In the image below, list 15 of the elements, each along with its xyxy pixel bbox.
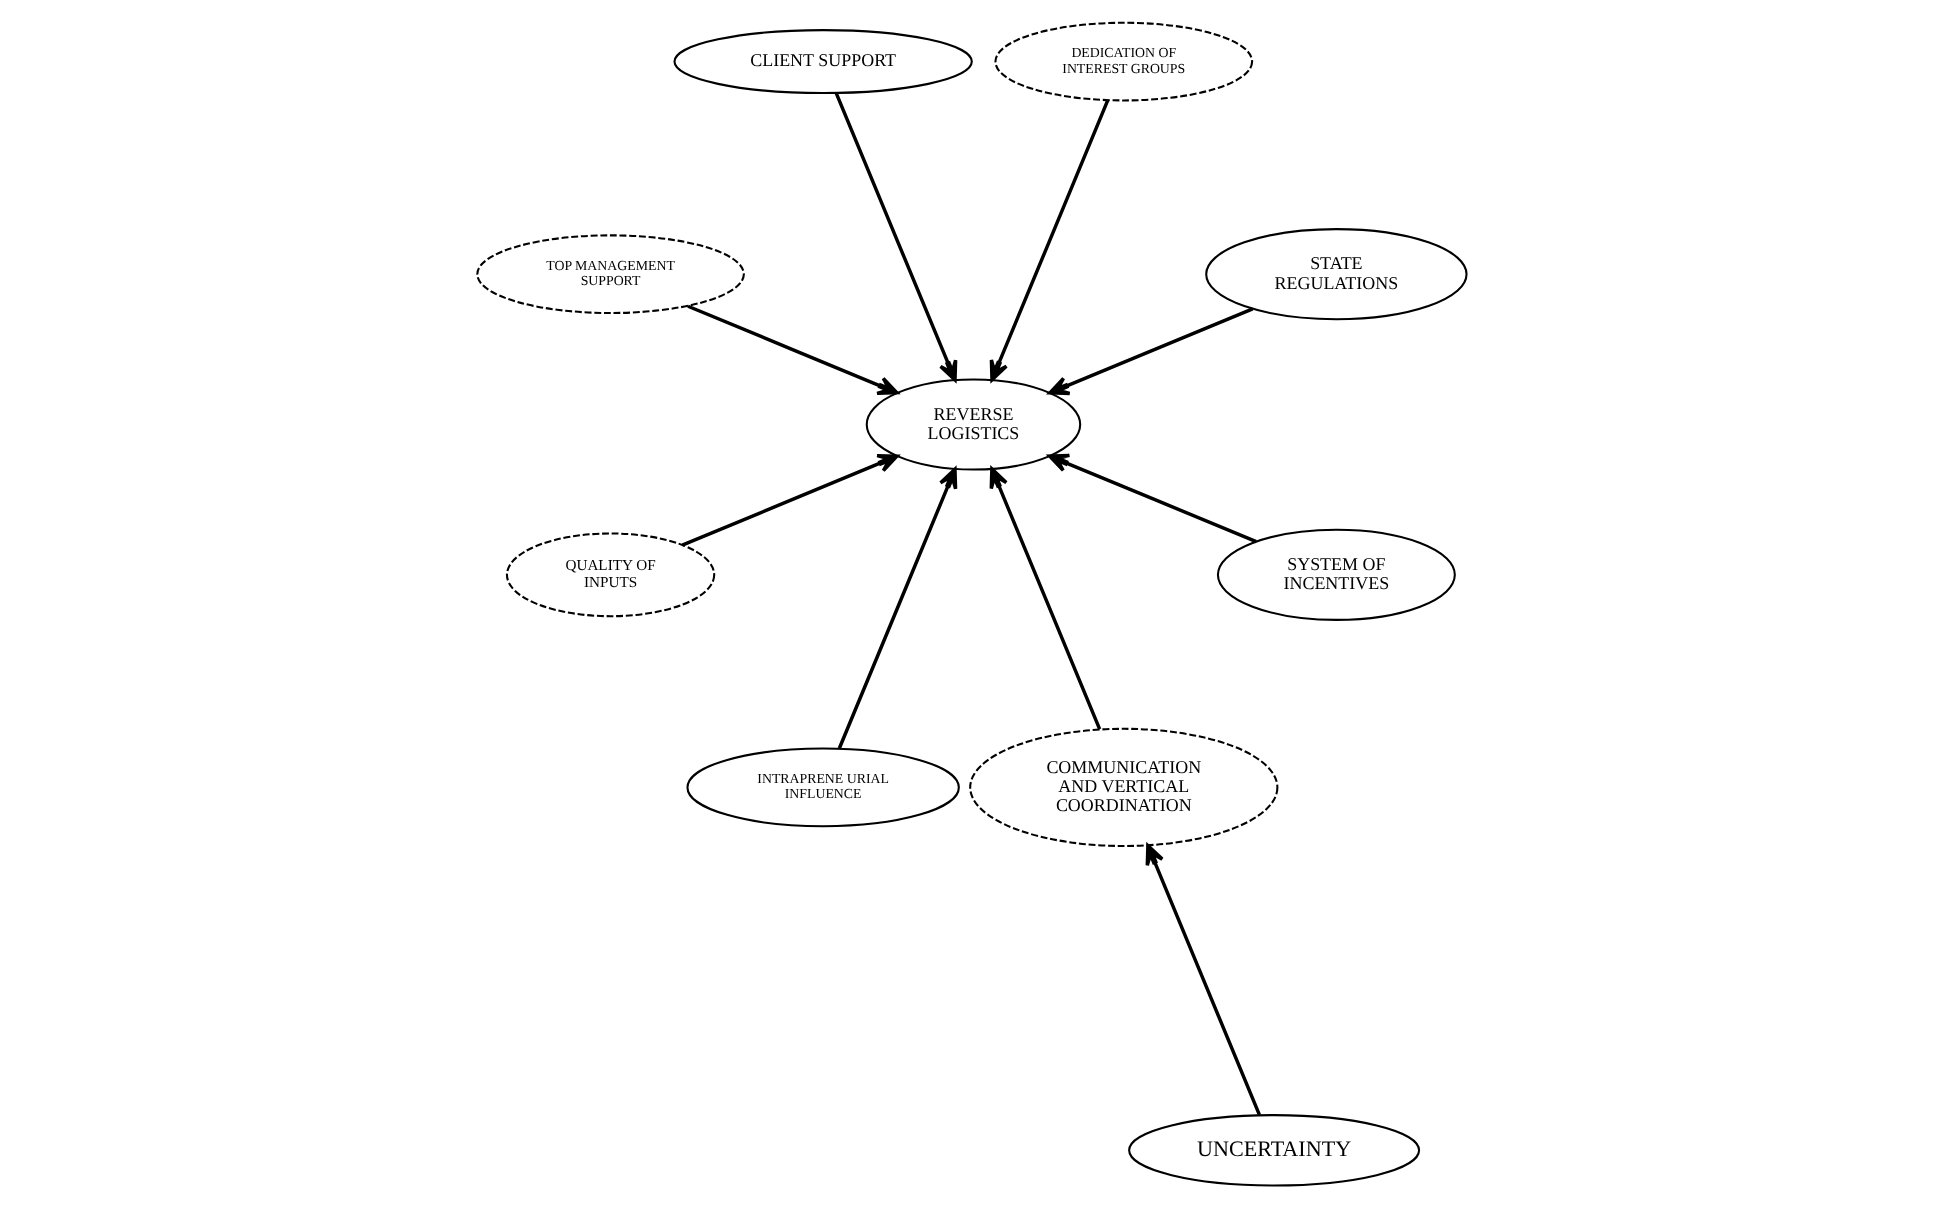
arrow — [836, 467, 957, 749]
node-ellipse: COMMUNICATION AND VERTICAL COORDINATION — [968, 727, 1278, 848]
arrow — [1047, 307, 1253, 396]
arrow — [686, 304, 898, 396]
node-ellipse: STATE REGULATIONS — [1204, 228, 1467, 321]
arrow — [988, 99, 1109, 382]
node-ellipse: QUALITY OF INPUTS — [504, 532, 715, 618]
node-ellipse: CLIENT SUPPORT — [672, 29, 972, 95]
arrow — [833, 92, 957, 382]
arrow — [1046, 453, 1256, 544]
node-ellipse: UNCERTAINTY — [1127, 1114, 1420, 1187]
arrow — [680, 453, 898, 547]
arrow — [1144, 843, 1260, 1116]
arrow — [988, 467, 1101, 730]
node-ellipse: SYSTEM OF INCENTIVES — [1215, 528, 1455, 621]
